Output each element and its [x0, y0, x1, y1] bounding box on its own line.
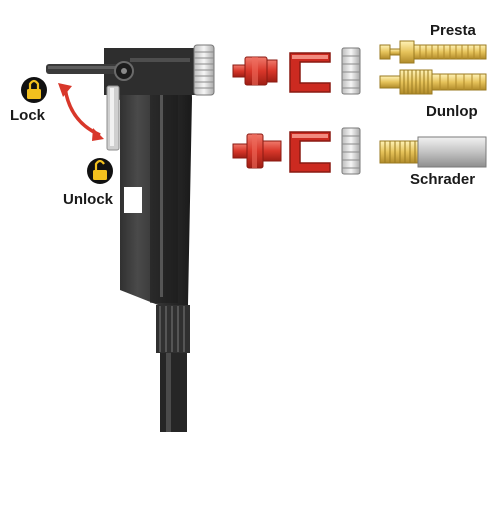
- lock-lever: [46, 61, 134, 151]
- lock-open-icon: [87, 158, 113, 184]
- red-clip-presta: [289, 52, 331, 93]
- label-window: [124, 187, 142, 213]
- presta-valve: [379, 40, 487, 64]
- label-dunlop: Dunlop: [426, 103, 478, 120]
- pump-hose: [160, 350, 187, 432]
- head-thread-ring: [193, 44, 215, 96]
- label-schrader: Schrader: [410, 171, 476, 188]
- adapter-row-schrader: [232, 127, 487, 175]
- red-clip-schrader: [289, 131, 331, 173]
- red-adapter-presta: [232, 56, 278, 86]
- adapter-row-presta-dunlop: [232, 40, 487, 95]
- schrader-valve: [379, 136, 487, 168]
- silver-washer-presta: [341, 47, 361, 95]
- pump-body: [104, 48, 196, 305]
- label-lock: Lock: [10, 107, 46, 124]
- label-presta: Presta: [430, 22, 476, 39]
- hose-collar: [156, 305, 190, 353]
- silver-washer-schrader: [341, 127, 361, 175]
- dunlop-valve: [379, 69, 487, 95]
- label-unlock: Unlock: [63, 191, 114, 208]
- double-arrow-icon: [58, 83, 104, 141]
- lock-closed-icon: [21, 77, 47, 103]
- red-adapter-schrader: [232, 133, 282, 169]
